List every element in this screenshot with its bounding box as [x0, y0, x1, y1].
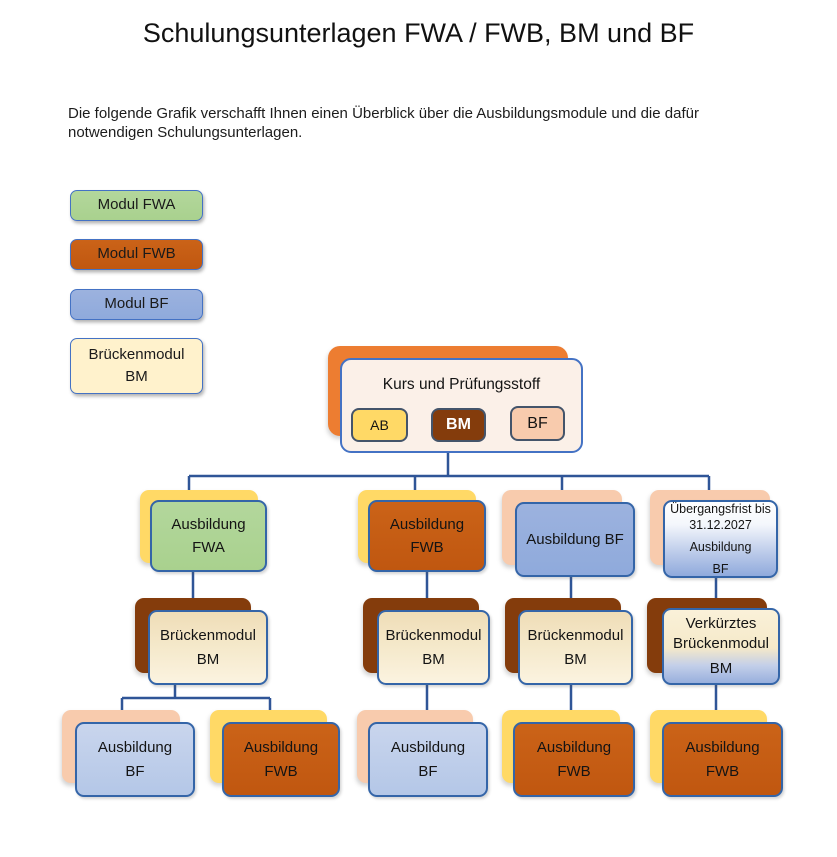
chip-bm-label: BM: [446, 416, 471, 433]
brueckenmodul-2-line2: BM: [422, 650, 445, 668]
ausbildung-fwa-node: Ausbildung FWA: [150, 500, 267, 572]
legend-modul-fwa: Modul FWA: [70, 190, 203, 221]
brueckenmodul-4-line3: BM: [709, 660, 733, 678]
legend-modul-bf: Modul BF: [70, 289, 203, 320]
brueckenmodul-4-line2: Brückenmodul: [673, 634, 769, 652]
bottom-bf-2-line1: Ausbildung: [390, 739, 466, 757]
bottom-bf-2-node: Ausbildung BF: [368, 722, 488, 797]
uebergangsfrist-line1: Ausbildung: [689, 540, 752, 554]
chip-bm: BM: [431, 408, 486, 442]
ausbildung-fwb-node: Ausbildung FWB: [368, 500, 486, 572]
legend-modul-fwa-label: Modul FWA: [97, 196, 176, 214]
bottom-fwb-1-line1: Ausbildung: [243, 739, 319, 757]
ausbildung-bf-label: Ausbildung BF: [526, 530, 624, 548]
bottom-fwb-2-node: Ausbildung FWB: [513, 722, 635, 797]
bottom-fwb-3-line2: FWB: [705, 762, 740, 780]
bottom-fwb-3-line1: Ausbildung: [685, 739, 760, 757]
legend-brueckenmodul-line1: Brückenmodul: [88, 345, 185, 363]
legend-brueckenmodul-bm: Brückenmodul BM: [70, 338, 203, 394]
brueckenmodul-3-line2: BM: [564, 650, 587, 668]
legend-modul-bf-label: Modul BF: [104, 295, 169, 313]
bottom-fwb-1-line2: FWB: [264, 762, 298, 780]
chip-bf-label: BF: [527, 414, 548, 432]
brueckenmodul-1-line1: Brückenmodul: [160, 627, 256, 645]
chip-ab-label: AB: [370, 417, 389, 433]
bottom-bf-1-line1: Ausbildung: [97, 739, 173, 757]
bottom-fwb-1-node: Ausbildung FWB: [222, 722, 340, 797]
bottom-bf-2-line2: BF: [418, 762, 438, 780]
bottom-fwb-2-line2: FWB: [557, 762, 591, 780]
uebergangsfrist-note: Übergangsfrist bis 31.12.2027: [670, 501, 771, 532]
brueckenmodul-1-line2: BM: [196, 650, 220, 668]
legend-modul-fwb-label: Modul FWB: [97, 245, 176, 263]
bottom-bf-1-line2: BF: [125, 762, 145, 780]
brueckenmodul-2-node: Brückenmodul BM: [377, 610, 490, 685]
ausbildung-fwa-line1: Ausbildung: [171, 515, 246, 533]
brueckenmodul-4-node: Verkürztes Brückenmodul BM: [662, 608, 780, 685]
chip-ab: AB: [351, 408, 408, 442]
bottom-fwb-3-node: Ausbildung FWB: [662, 722, 783, 797]
chip-bf: BF: [510, 406, 565, 441]
root-node-title: Kurs und Prüfungsstoff: [382, 376, 541, 393]
brueckenmodul-4-line1: Verkürztes: [685, 615, 757, 633]
legend-modul-fwb: Modul FWB: [70, 239, 203, 270]
brueckenmodul-3-line1: Brückenmodul: [527, 627, 624, 645]
brueckenmodul-2-line1: Brückenmodul: [385, 627, 482, 645]
brueckenmodul-3-node: Brückenmodul BM: [518, 610, 633, 685]
intro-paragraph: Die folgende Grafik verschafft Ihnen ein…: [68, 105, 699, 141]
page-title: Schulungsunterlagen FWA / FWB, BM und BF: [142, 18, 695, 48]
ausbildung-fwa-line2: FWA: [192, 539, 225, 556]
uebergangsfrist-node: Übergangsfrist bis 31.12.2027 Ausbildung…: [663, 500, 778, 578]
ausbildung-bf-node: Ausbildung BF: [515, 502, 635, 577]
bottom-fwb-2-line1: Ausbildung: [536, 739, 612, 757]
uebergangsfrist-line2: BF: [712, 562, 729, 577]
legend-brueckenmodul-line2: BM: [125, 368, 148, 385]
ausbildung-fwb-line1: Ausbildung: [389, 515, 465, 533]
brueckenmodul-1-node: Brückenmodul BM: [148, 610, 268, 685]
bottom-bf-1-node: Ausbildung BF: [75, 722, 195, 797]
ausbildung-fwb-line2: FWB: [410, 539, 444, 556]
